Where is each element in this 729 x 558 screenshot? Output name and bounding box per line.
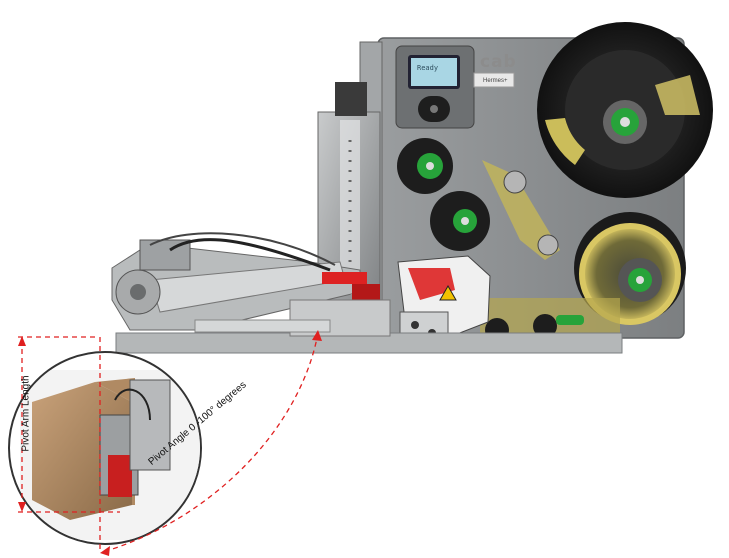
arrow-angle-start-icon — [100, 546, 110, 556]
model-name-plate: Hermes+ — [483, 78, 508, 84]
display-screen — [411, 58, 457, 86]
arrow-up-icon — [18, 336, 26, 346]
supply-spool — [537, 22, 713, 198]
arrow-angle-end-icon — [312, 330, 322, 341]
brand-logo: cab — [480, 52, 517, 72]
roller-set — [397, 138, 620, 342]
display-text: Ready — [417, 64, 439, 72]
arrow-down-icon — [18, 502, 26, 512]
dimension-annotations — [18, 332, 319, 553]
warning-triangle-icon — [439, 284, 457, 301]
pivot-arm-length-label: Pivot Arm Length — [20, 375, 32, 452]
control-panel — [395, 45, 515, 129]
base-plate — [115, 299, 623, 354]
arrowheads — [18, 330, 322, 556]
pivot-arm — [111, 232, 380, 331]
print-head — [397, 255, 491, 347]
